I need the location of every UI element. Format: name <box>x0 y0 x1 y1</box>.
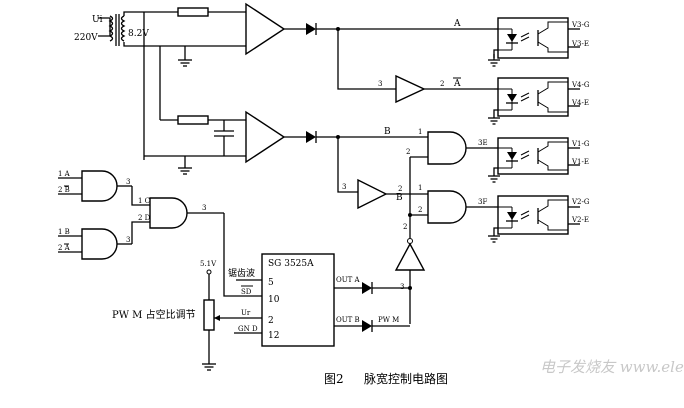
pin-label: 3 <box>342 183 346 191</box>
optocoupler-4: V2-G V2-E <box>488 195 590 243</box>
pwm-net-label: PW M <box>378 316 399 324</box>
pin-label: 1 <box>418 128 422 136</box>
sawtooth-label: 锯齿波 <box>228 267 255 279</box>
potentiometer <box>203 299 215 331</box>
ic-output-label: OUT B <box>336 316 360 324</box>
nand-gate-2: 1 B 2 A 3 <box>58 228 132 260</box>
optocoupler-2: V4-G V4-E <box>488 77 590 125</box>
input-voltage-label: 220V <box>74 33 98 43</box>
net-b-bar-label: B <box>396 193 403 203</box>
comparator-lower <box>245 110 286 164</box>
net-a-bar-label: A <box>453 79 461 89</box>
gnd-label: GN D <box>238 325 258 333</box>
ui-label: Ui <box>92 15 103 25</box>
pin-label: 2 B <box>58 186 70 194</box>
secondary-voltage-label: 8.2V <box>128 29 149 39</box>
ground-symbol <box>178 167 192 175</box>
pin-label: 2 A <box>58 244 71 252</box>
resistor-upper <box>177 7 209 17</box>
net-a-label: A <box>453 19 461 29</box>
nand-gate-e <box>427 131 467 165</box>
nand-gate-1: 1 A 2 B 3 <box>58 170 132 202</box>
opto-4-top-label: V2-G <box>571 198 590 206</box>
nand-gate-f <box>427 190 467 224</box>
pin-label: 1 B <box>58 228 70 236</box>
opto-1-top-label: V3-G <box>571 21 590 29</box>
diode-out-a <box>362 282 372 294</box>
diode-lower <box>306 131 316 143</box>
sd-label: SD <box>241 288 252 296</box>
pwm-adjust-label: PW M 占空比调节 <box>112 308 196 321</box>
resistor-lower <box>177 115 209 125</box>
pin-label: 3F <box>478 198 487 206</box>
opto-3-bottom-label: V1-E <box>571 158 589 166</box>
watermark: 电子发烧友 www.elecfans.com <box>540 358 684 376</box>
optocoupler-1: V3-G V3-E <box>488 17 590 67</box>
pin-label: 1 A <box>58 170 71 178</box>
pin-label: 1 <box>418 184 422 192</box>
pin-label: 2 <box>398 185 402 193</box>
transformer: Ui 220V 8.2V <box>74 11 149 47</box>
pin-label: 5 <box>268 278 274 288</box>
comparator-upper <box>245 2 286 56</box>
opto-3-top-label: V1-G <box>571 140 590 148</box>
nand-gate-3: 1 C 2 D 3 <box>138 197 224 229</box>
opto-2-top-label: V4-G <box>571 81 590 89</box>
figure-number: 图2 <box>324 372 344 386</box>
pin-label: 12 <box>268 331 279 341</box>
pin-label: 3 <box>126 178 130 186</box>
pin-label: 2 D <box>138 214 151 222</box>
pin-label: 2 <box>440 80 444 88</box>
figure-title: 脉宽控制电路图 <box>364 371 448 386</box>
ur-label: Ur <box>241 309 251 317</box>
pin-label: 2 <box>406 148 410 156</box>
pin-label: 1 C <box>138 197 150 205</box>
ic-output-label: OUT A <box>336 276 361 284</box>
diode-out-b <box>362 320 372 332</box>
pin-label: 3 <box>126 236 130 244</box>
pin-label: 2 <box>268 316 274 326</box>
optocoupler-3: V1-G V1-E <box>488 137 590 183</box>
pin-label: 3 <box>202 204 206 212</box>
ground-symbol <box>202 363 216 371</box>
net-b-label: B <box>384 127 391 137</box>
ground-symbol <box>178 59 192 67</box>
pin-label: 3E <box>478 139 488 147</box>
pin-label: 3 <box>400 283 404 291</box>
pin-label: 10 <box>268 295 280 305</box>
pin-label: 2 <box>418 206 422 214</box>
pin-label: 3 <box>378 80 382 88</box>
inverter-pwm <box>394 242 426 271</box>
sg3525a-ic: SG 3525A 5 10 2 12 OUT A OUT B <box>261 253 361 347</box>
inverter-b <box>357 178 388 210</box>
supply-label: 5.1V <box>200 260 217 268</box>
opto-2-bottom-label: V4-E <box>571 99 589 107</box>
pin-label: 2 <box>403 223 407 231</box>
opto-4-bottom-label: V2-E <box>571 216 589 224</box>
inverter-a <box>395 74 426 104</box>
opto-1-bottom-label: V3-E <box>571 40 589 48</box>
diode-upper <box>306 23 316 35</box>
ic-name: SG 3525A <box>268 259 314 269</box>
